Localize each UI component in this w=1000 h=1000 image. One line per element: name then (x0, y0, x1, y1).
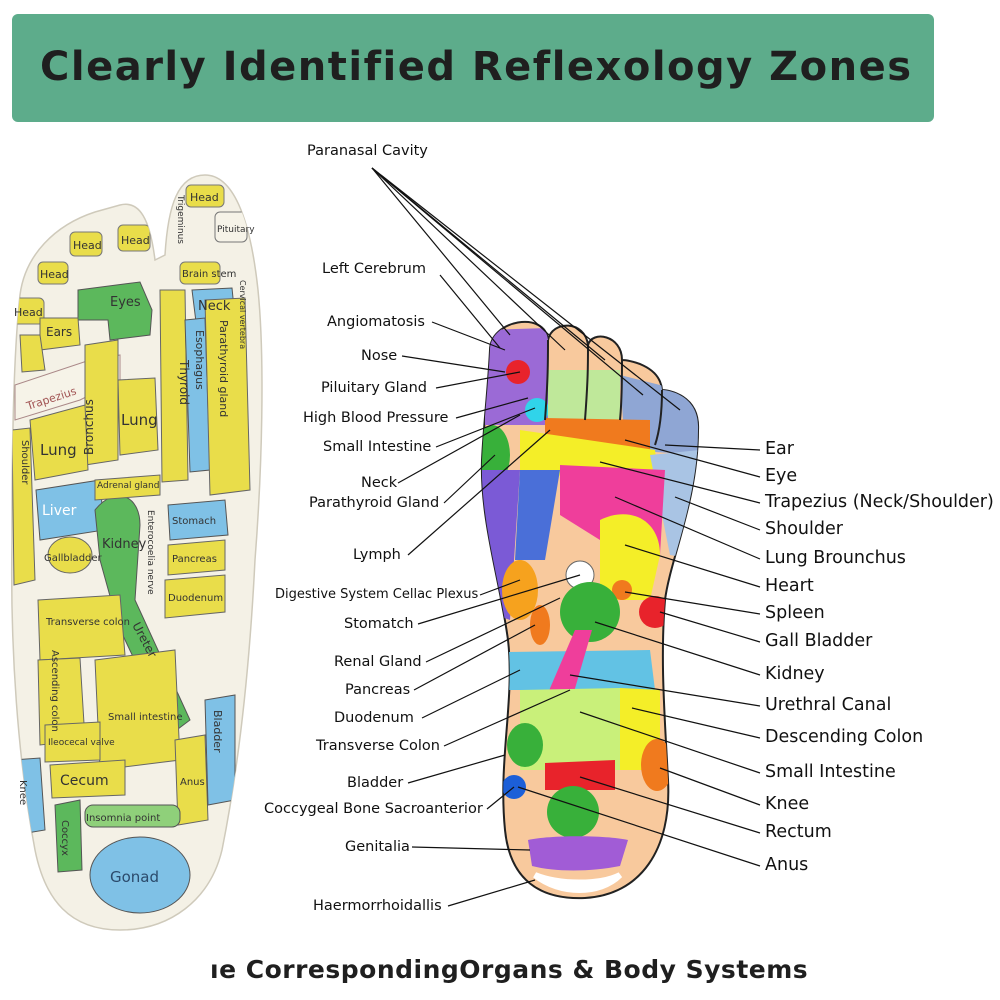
label-shoulder: Shoulder (765, 519, 843, 539)
label-rectum: Rectum (765, 822, 832, 842)
sock-zone-ascending-colon: Ascending colon (49, 650, 60, 732)
sock-zone-gonad: Gonad (110, 868, 159, 886)
label-pancreas: Pancreas (345, 682, 411, 698)
sock-zone-trigeminus: Trigeminus (175, 194, 185, 244)
sock-zone-enterocoelia: Enterocoelia nerve (145, 510, 155, 595)
sock-zone-head: Head (14, 306, 43, 319)
label-genitalia: Genitalia (345, 839, 410, 855)
label-left-cerebrum: Left Cerebrum (322, 261, 426, 277)
label-duodenum: Duodenum (334, 710, 414, 726)
sock-zone-liver: Liver (42, 503, 77, 519)
sock-zone-ileocecal: Ileocecal valve (48, 738, 115, 748)
sock-zone-kidney: Kidney (102, 537, 147, 552)
reflexology-sock-image: Head Head Head Head Head Pituitary Brain… (10, 174, 263, 931)
sock-zone-shoulder: Shoulder (19, 440, 30, 485)
label-spleen: Spleen (765, 603, 825, 623)
label-heart: Heart (765, 576, 814, 596)
label-high-blood-pressure: High Blood Pressure (303, 410, 449, 426)
footer-caption: ıe CorrespondingOrgans & Body Systems (210, 955, 809, 984)
sock-zone-esophagus: Esophagus (193, 330, 206, 390)
sock-zone-neck: Neck (198, 299, 231, 314)
foot-reflexology-diagram (480, 321, 700, 900)
label-parathyroid-gland: Parathyroid Gland (309, 495, 440, 511)
sock-zone-pituitary: Pituitary (217, 225, 255, 235)
sock-zone-ears: Ears (46, 325, 72, 339)
label-small-intestine-right: Small Intestine (765, 762, 896, 782)
label-angiomatosis: Angiomatosis (327, 314, 425, 330)
label-lymph: Lymph (353, 547, 401, 563)
sock-zone-pancreas: Pancreas (172, 554, 217, 565)
sock-zone-thyroid: Thyroid (177, 359, 191, 405)
label-haermorrhoidallis: Haermorrhoidallis (313, 898, 442, 914)
label-transverse-colon: Transverse Colon (316, 738, 440, 754)
label-kidney: Kidney (765, 664, 825, 684)
sock-zone-bronchus: Bronchus (82, 399, 96, 455)
sock-zone-lung: Lung (121, 411, 158, 429)
label-lung-brounchus: Lung Brounchus (765, 548, 906, 568)
sock-zone-lung: Lung (40, 441, 77, 459)
label-bladder: Bladder (347, 775, 404, 791)
label-knee: Knee (765, 794, 810, 814)
label-trapezius: Trapezius (Neck/Shoulder) (765, 492, 994, 512)
label-piluitary-gland: Piluitary Gland (321, 380, 427, 396)
sock-zone-duodenum: Duodenum (168, 593, 223, 604)
sock-zone-head: Head (73, 239, 102, 252)
label-gall-bladder: Gall Bladder (765, 631, 873, 651)
label-neck: Neck (361, 475, 398, 491)
sock-zone-eyes: Eyes (110, 295, 141, 310)
label-urethral-canal: Urethral Canal (765, 695, 892, 715)
sock-zone-transverse-colon: Transverse colon (45, 617, 130, 628)
sock-zone-small-intestine: Small intestine (108, 712, 183, 723)
sock-zone-gallbladder: Gallbladder (44, 553, 103, 564)
sock-zone-adrenal: Adrenal gland (97, 481, 159, 491)
sock-zone-bladder: Bladder (211, 710, 224, 753)
sock-zone-knee: Knee (17, 780, 28, 805)
label-eye: Eye (765, 466, 798, 486)
sock-zone-stomach: Stomach (172, 516, 216, 527)
sock-zone-coccyx: Coccyx (59, 820, 70, 856)
sock-zone-brainstem: Brain stem (182, 269, 236, 280)
label-coccygeal-bone: Coccygeal Bone Sacroanterior (264, 801, 483, 817)
label-renal-gland: Renal Gland (334, 654, 422, 670)
label-descending-colon: Descending Colon (765, 727, 924, 747)
sock-zone-head: Head (121, 234, 150, 247)
label-anus: Anus (765, 855, 809, 875)
label-stomatch: Stomatch (344, 616, 414, 632)
label-digestive-system: Digestive System Cellac Plexus (275, 587, 479, 602)
sock-zone-head: Head (190, 191, 219, 204)
sock-zone-parathyroid: Parathyroid gland (217, 320, 230, 417)
label-ear: Ear (765, 439, 794, 459)
sock-zone-cervical: Cervical vertebra (238, 280, 247, 349)
sock-zone-cecum: Cecum (60, 773, 109, 789)
title-banner (12, 14, 934, 122)
sock-zone-head: Head (40, 268, 69, 281)
sock-zone-anus: Anus (180, 777, 205, 788)
label-small-intestine: Small Intestine (323, 439, 432, 455)
head-zones (11, 184, 248, 325)
label-nose: Nose (361, 348, 398, 364)
sock-zone-insomnia: Insomnia point (86, 813, 160, 824)
label-paranasal-cavity: Paranasal Cavity (307, 143, 428, 159)
banner-title: Clearly Identified Reflexology Zones (40, 44, 913, 90)
